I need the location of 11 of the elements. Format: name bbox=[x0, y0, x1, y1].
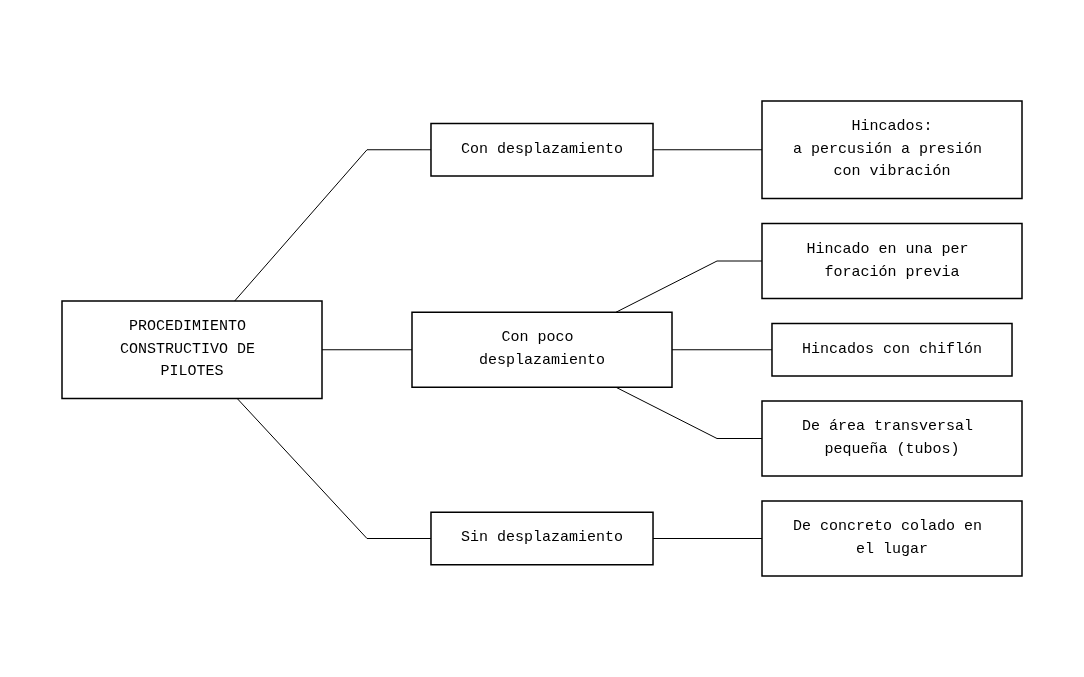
node-box: Hincados con chiflón bbox=[771, 322, 1013, 377]
connector bbox=[615, 260, 763, 313]
node-box: De concreto colado en el lugar bbox=[761, 500, 1023, 577]
node-box: PROCEDIMIENTO CONSTRUCTIVO DE PILOTES bbox=[61, 300, 323, 400]
node-box: Sin desplazamiento bbox=[430, 511, 654, 566]
node-box: Hincados: a percusión a presión con vibración bbox=[761, 100, 1023, 200]
node-box: Hincado en una per foración previa bbox=[761, 222, 1023, 300]
node-box: Con desplazamiento bbox=[430, 122, 654, 177]
node-box: Con poco desplazamiento bbox=[411, 311, 673, 388]
connector bbox=[615, 386, 763, 439]
node-box: De área transversal pequeña (tubos) bbox=[761, 400, 1023, 477]
